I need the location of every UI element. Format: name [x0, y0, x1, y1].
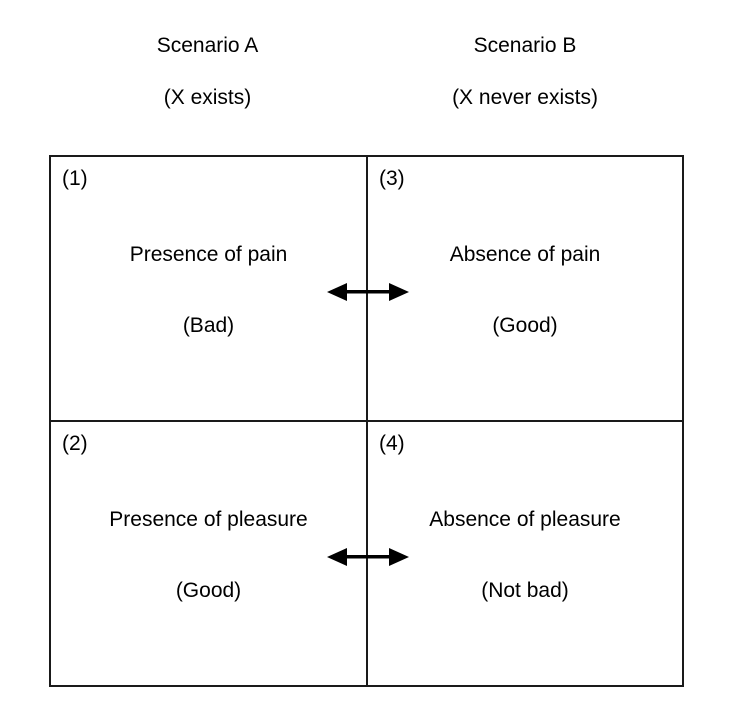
- quadrant-2: (2) Presence of pleasure (Good): [51, 422, 366, 685]
- quadrant-4-statement: Absence of pleasure: [429, 508, 621, 531]
- quadrant-2-statement: Presence of pleasure: [109, 508, 308, 531]
- quadrant-3: (3) Absence of pain (Good): [368, 157, 682, 420]
- column-b-subtitle: (X never exists): [452, 86, 598, 109]
- quadrant-4: (4) Absence of pleasure (Not bad): [368, 422, 682, 685]
- column-b-title: Scenario B: [473, 34, 577, 57]
- quadrant-1-index: (1): [62, 167, 88, 190]
- quadrant-3-valence: (Good): [492, 314, 558, 337]
- quadrant-3-statement: Absence of pain: [449, 243, 601, 266]
- column-a-subtitle: (X exists): [163, 86, 252, 109]
- quadrant-1-valence: (Bad): [182, 314, 235, 337]
- column-header-scenario-a: Scenario A (X exists): [49, 0, 366, 155]
- quadrant-3-index: (3): [379, 167, 405, 190]
- quadrant-1: (1) Presence of pain (Bad): [51, 157, 366, 420]
- horizontal-divider: [51, 420, 682, 422]
- quadrant-2-index: (2): [62, 432, 88, 455]
- quadrant-1-statement: Presence of pain: [129, 243, 288, 266]
- column-header-scenario-b: Scenario B (X never exists): [366, 0, 684, 155]
- column-headers: Scenario A (X exists) Scenario B (X neve…: [0, 0, 734, 155]
- quadrant-4-valence: (Not bad): [481, 579, 569, 602]
- column-a-title: Scenario A: [156, 34, 259, 57]
- quadrant-2-valence: (Good): [175, 579, 242, 602]
- quadrant-4-index: (4): [379, 432, 405, 455]
- quadrant-matrix: (1) Presence of pain (Bad) (3) Absence o…: [49, 155, 684, 687]
